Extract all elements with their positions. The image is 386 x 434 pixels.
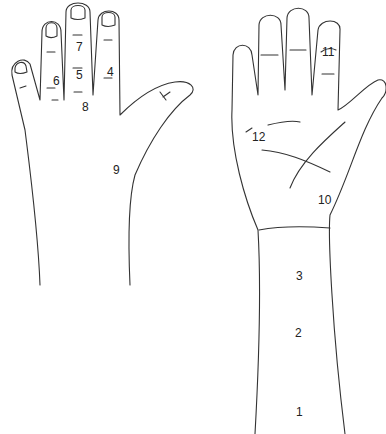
fingernail: [15, 62, 27, 73]
fingernail: [102, 13, 115, 27]
callout-number: 1: [296, 406, 303, 418]
callout-number: 3: [296, 270, 303, 282]
callout-number: 6: [53, 75, 60, 87]
callout-number: 2: [295, 327, 302, 339]
callout-number: 11: [322, 46, 334, 58]
hand-outline: [232, 8, 386, 434]
wrist-crease: [259, 227, 330, 230]
hand-outline: [12, 3, 193, 285]
callout-number: 10: [318, 194, 331, 206]
callout-number: 9: [113, 164, 120, 176]
thumb-crease: [160, 92, 170, 100]
callout-number: 5: [76, 69, 83, 81]
palm-line: [246, 121, 345, 188]
fingernail: [71, 6, 85, 20]
callout-number: 7: [76, 41, 83, 53]
fingernail: [46, 23, 57, 38]
callout-number: 8: [82, 101, 89, 113]
callout-number: 4: [107, 66, 114, 78]
knuckle-mark: [20, 35, 112, 100]
callout-number: 12: [252, 131, 265, 143]
